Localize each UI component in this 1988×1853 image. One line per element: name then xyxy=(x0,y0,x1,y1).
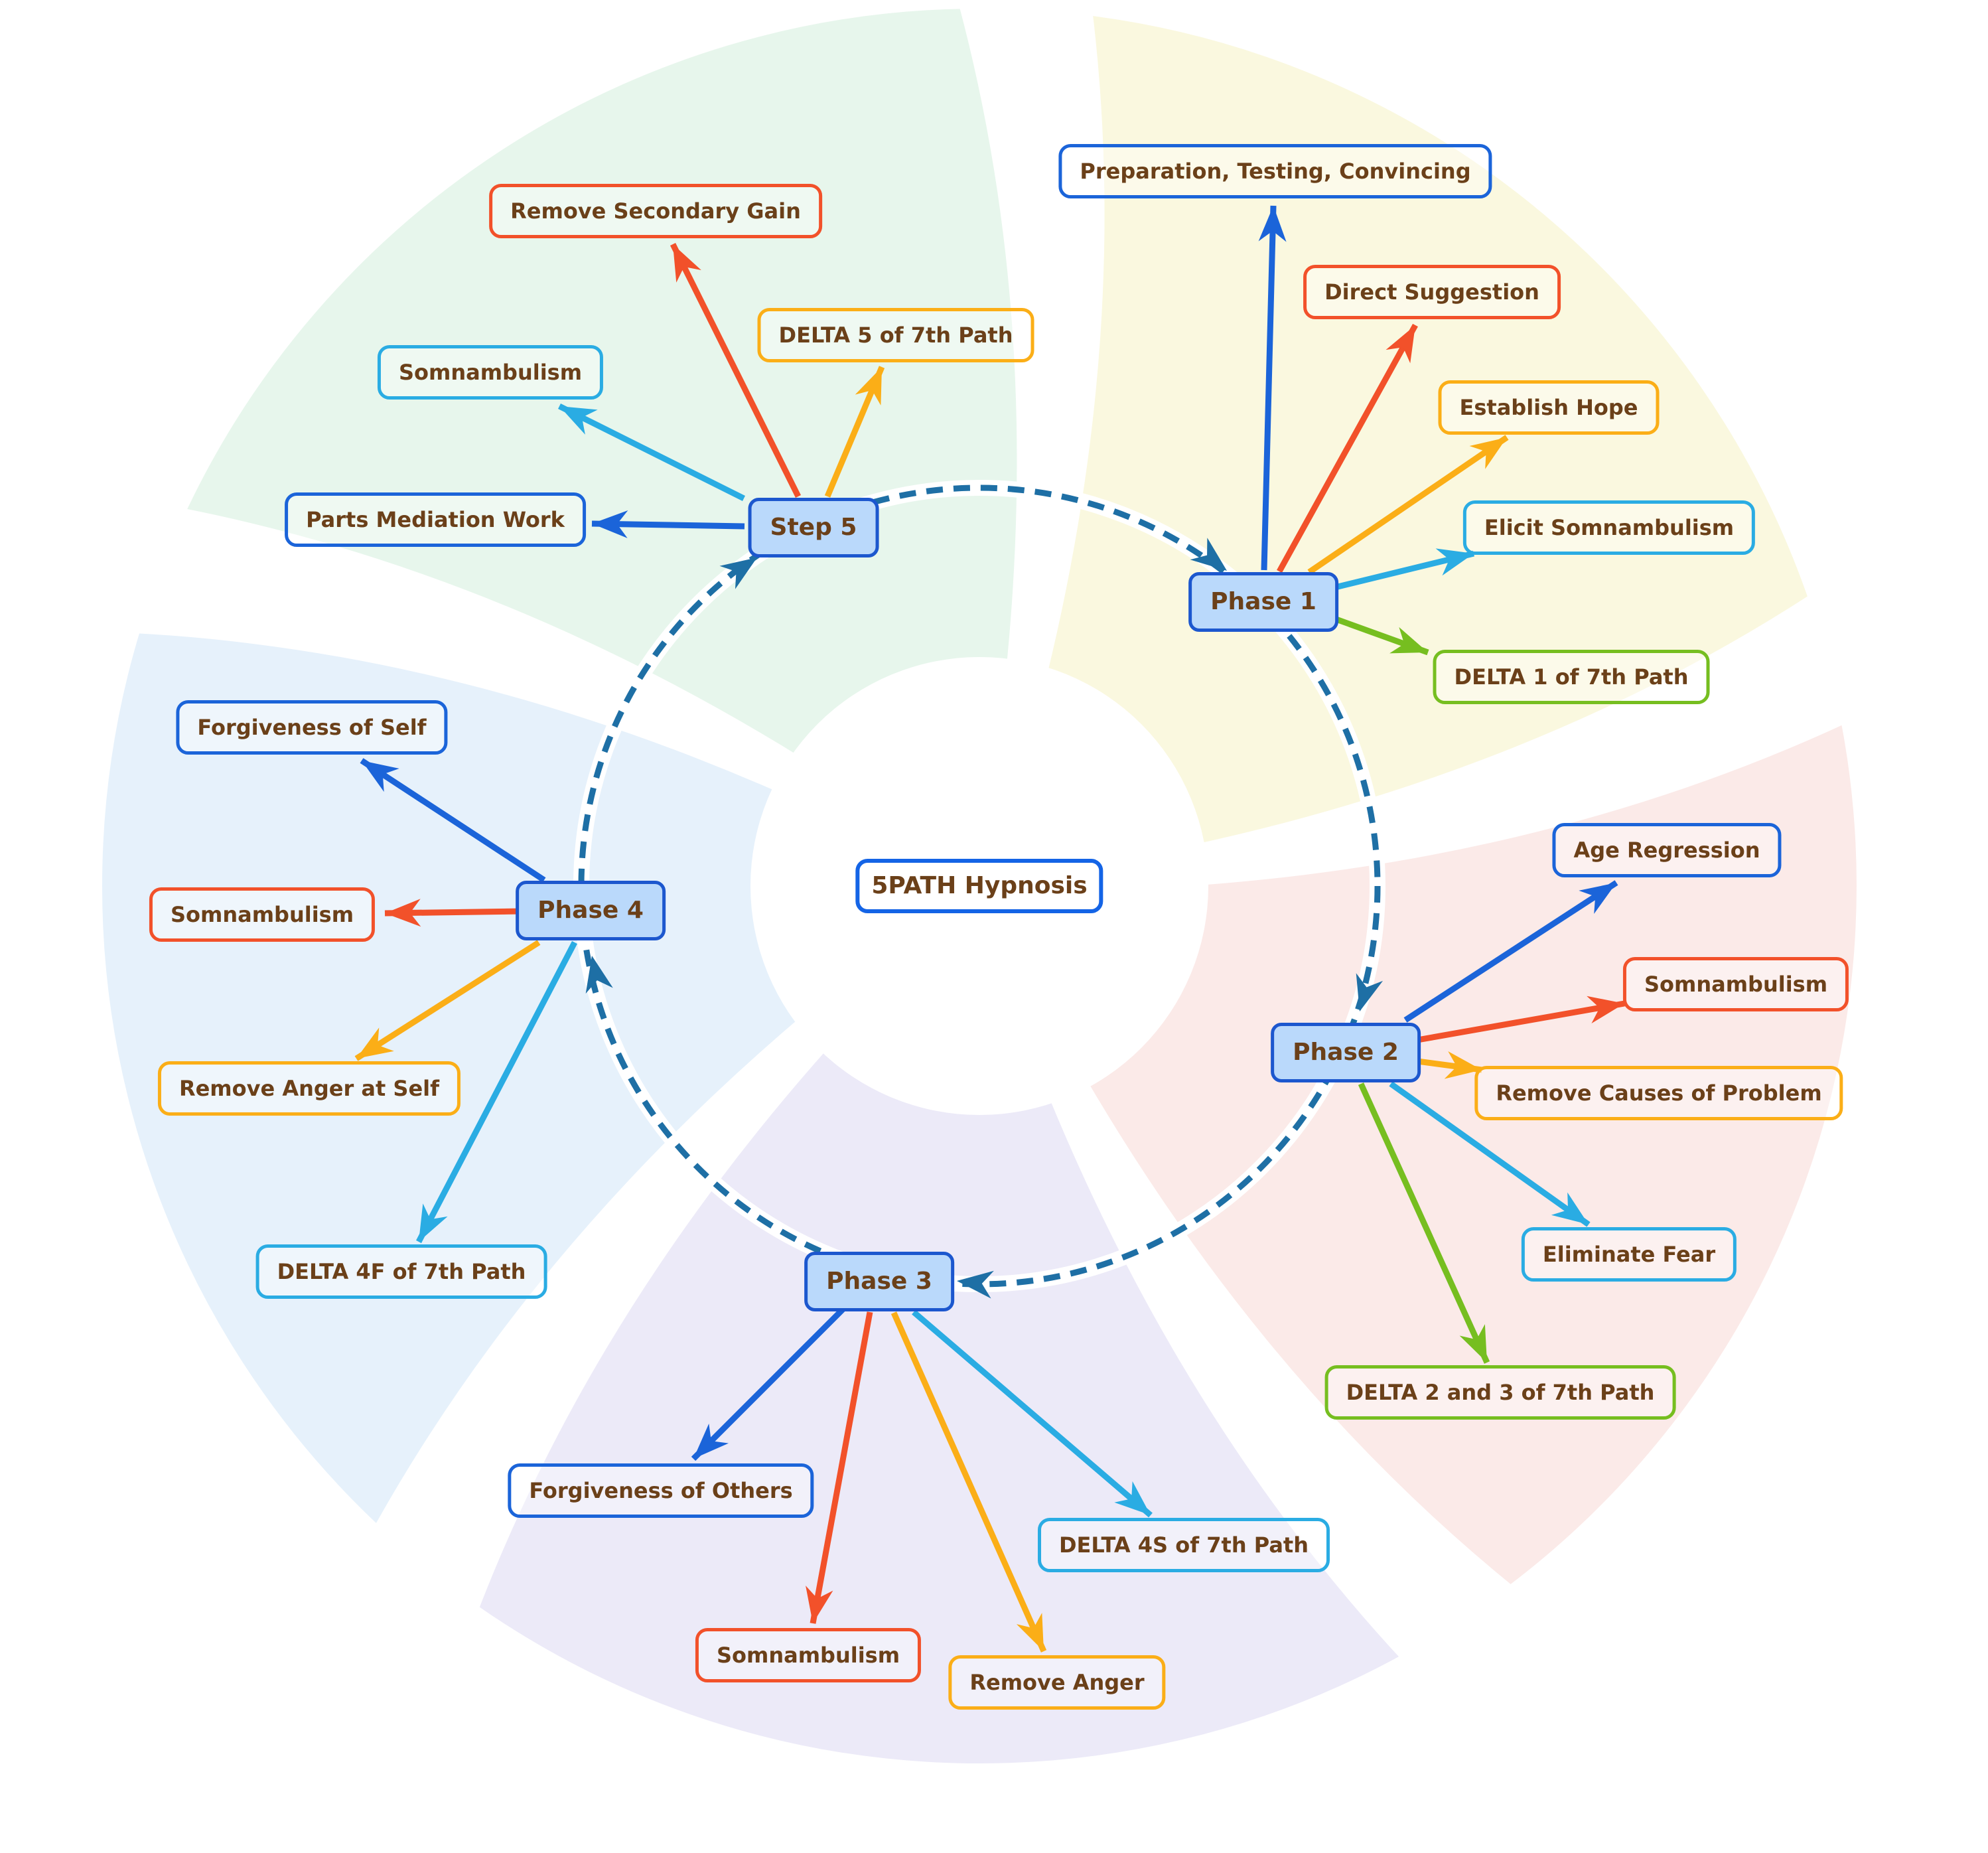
item-eliminate-fear: Eliminate Fear xyxy=(1521,1227,1737,1282)
arrow-phase3-somnambulism xyxy=(806,1311,873,1624)
item-delta-4f-of-7th-path: DELTA 4F of 7th Path xyxy=(255,1244,547,1299)
arrow-phase2-age-regression xyxy=(1403,880,1618,1023)
cycle-arrowhead-into-phase1 xyxy=(1190,538,1227,571)
cycle-arrowhead-into-phase2 xyxy=(1356,973,1384,1011)
node-phase4: Phase 4 xyxy=(516,881,666,940)
cycle-arrowhead-into-phase3 xyxy=(957,1270,994,1299)
background-wedges xyxy=(91,0,1867,1774)
node-phase2: Phase 2 xyxy=(1271,1023,1421,1082)
arrow-phase2-eliminate-fear xyxy=(1389,1081,1591,1227)
item-somnambulism-phase3: Somnambulism xyxy=(695,1628,922,1682)
cycle-arrowhead-into-phase4 xyxy=(585,956,613,994)
item-establish-hope: Establish Hope xyxy=(1438,380,1660,435)
node-step5: Step 5 xyxy=(748,498,879,557)
cycle-ring-dashes xyxy=(578,484,1381,1288)
arrow-phase4-forgiveness-self xyxy=(360,758,546,883)
arrow-phase3-delta4s xyxy=(912,1309,1153,1518)
arrow-phase4-somnambulism xyxy=(384,899,522,927)
arrow-phase3-forgiveness-others xyxy=(691,1307,845,1461)
arrow-phase3-remove-anger xyxy=(890,1311,1047,1653)
arrow-step5-remove-secondary-gain xyxy=(670,242,802,498)
node-phase1: Phase 1 xyxy=(1188,572,1338,632)
cycle-arrowhead-into-step5 xyxy=(719,557,757,589)
arrow-step5-parts-mediation xyxy=(591,510,745,538)
wedge-phase3 xyxy=(468,881,1413,1774)
item-delta-2-and-3-of-7th-path: DELTA 2 and 3 of 7th Path xyxy=(1324,1365,1676,1420)
item-remove-causes-of-problem: Remove Causes of Problem xyxy=(1474,1066,1843,1120)
item-forgiveness-of-self: Forgiveness of Self xyxy=(176,700,448,755)
arrow-phase1-delta1 xyxy=(1331,615,1429,656)
center-node: 5PATH Hypnosis xyxy=(855,859,1103,913)
item-delta-4s-of-7th-path: DELTA 4S of 7th Path xyxy=(1037,1518,1330,1572)
arrow-phase1-elicit-somnambulism xyxy=(1331,548,1475,591)
item-somnambulism-phase4: Somnambulism xyxy=(149,887,376,942)
item-remove-anger-at-self: Remove Anger at Self xyxy=(157,1061,461,1116)
arrow-phase2-delta23 xyxy=(1358,1082,1490,1364)
arrow-step5-delta5 xyxy=(824,366,885,498)
node-phase3: Phase 3 xyxy=(804,1252,954,1311)
item-somnambulism-phase2: Somnambulism xyxy=(1622,957,1849,1011)
wedge-phase1 xyxy=(974,4,1819,891)
arrow-step5-somnambulism xyxy=(557,403,746,502)
item-delta-5-of-7th-path: DELTA 5 of 7th Path xyxy=(757,308,1034,362)
arrow-phase1-preparation xyxy=(1258,205,1287,571)
arrow-phase1-direct-suggestion xyxy=(1277,323,1418,573)
arrow-phase2-remove-causes xyxy=(1417,1051,1482,1079)
item-elicit-somnambulism: Elicit Somnambulism xyxy=(1462,500,1756,555)
arrow-phase4-delta4f xyxy=(416,940,577,1244)
item-delta-1-of-7th-path: DELTA 1 of 7th Path xyxy=(1433,650,1710,704)
item-remove-anger: Remove Anger xyxy=(948,1655,1166,1710)
item-somnambulism-step5: Somnambulism xyxy=(377,345,604,400)
item-age-regression: Age Regression xyxy=(1552,823,1782,877)
wedge-step5 xyxy=(174,0,1028,891)
arrow-phase4-remove-anger-self xyxy=(354,940,541,1061)
item-forgiveness-of-others: Forgiveness of Others xyxy=(508,1463,814,1518)
item-direct-suggestion: Direct Suggestion xyxy=(1303,265,1561,319)
item-preparation-testing-convincing: Preparation, Testing, Convincing xyxy=(1058,144,1492,198)
item-remove-secondary-gain: Remove Secondary Gain xyxy=(489,184,822,238)
item-parts-mediation-work: Parts Mediation Work xyxy=(285,492,586,547)
arrow-phase2-somnambulism xyxy=(1417,996,1625,1043)
arrow-phase1-establish-hope xyxy=(1307,435,1509,575)
branch-arrows xyxy=(354,205,1625,1653)
